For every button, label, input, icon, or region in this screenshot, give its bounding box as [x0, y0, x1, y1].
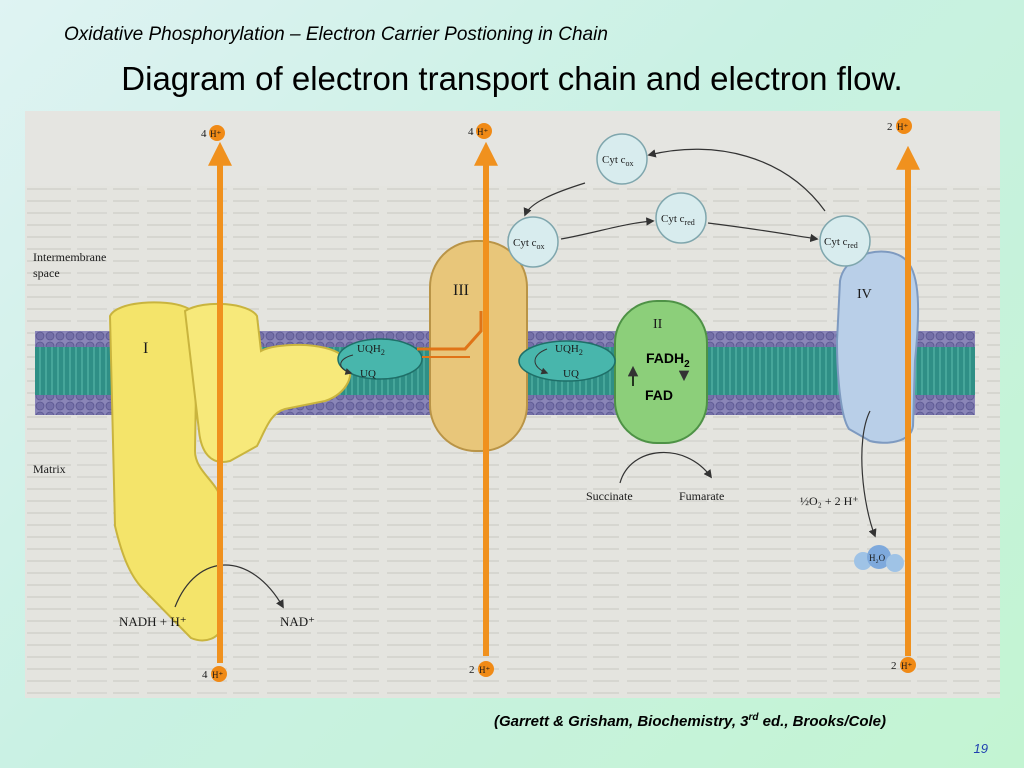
svg-text:Cyt cox: Cyt cox [602, 154, 634, 168]
uq-pool-left: UQH2 UQ [337, 338, 423, 380]
proton-label-top-i: 4 H⁺ [201, 125, 225, 141]
citation-post: ed., Brooks/Cole) [758, 713, 887, 730]
cyt-c-red-1-sub: red [685, 218, 695, 227]
cyt-c-ox-2-label: Cyt c [602, 154, 626, 166]
svg-text:Cyt cred: Cyt cred [824, 236, 858, 250]
intermembrane-space-label-2: space [33, 266, 60, 280]
uq-pool-right: UQH2 UQ [518, 340, 616, 382]
qcycle-electron-path [417, 311, 483, 351]
arrow-nadh-to-nad [174, 564, 284, 609]
cyt-c-red-2: Cyt cred [819, 215, 871, 267]
uqh2-left-sub: 2 [381, 348, 385, 357]
cyt-c-red-2-label: Cyt c [824, 236, 848, 248]
arrow-cyt-ox-to-complex-iii [523, 182, 586, 217]
oxygen-label: ½O₂ + 2 H⁺ [800, 494, 859, 508]
arrow-cyt-red-to-cyt-red [707, 222, 819, 243]
complex-iii-label: III [453, 282, 469, 299]
proton-count-top-iii: 4 [468, 126, 474, 138]
uqh2-left-label: UQH [357, 343, 381, 355]
fadh2-sub: 2 [684, 359, 690, 370]
proton-label-bottom-i: 4 H⁺ [202, 666, 227, 682]
uq-right-label: UQ [563, 368, 579, 380]
uqh2-right-label: UQH [555, 343, 579, 355]
proton-label-top-iv: 2 H⁺ [887, 118, 912, 134]
arrow-cyt-ox-return [647, 148, 826, 212]
complex-i-label: I [143, 340, 148, 357]
uq-left-label: UQ [360, 368, 376, 380]
proton-label-bottom-iv: 2 H⁺ [891, 657, 916, 673]
intermembrane-space-label: Intermembrane [33, 250, 106, 264]
arrow-complex-iii-to-cyt-red [560, 217, 655, 240]
slide-subtitle: Oxidative Phosphorylation – Electron Car… [64, 24, 608, 45]
matrix-label: Matrix [33, 462, 66, 476]
citation: (Garrett & Grisham, Biochemistry, 3rd ed… [0, 712, 1024, 730]
svg-text:UQH2: UQH2 [357, 343, 385, 357]
intermembrane-label-line-2: space [33, 266, 60, 280]
nad-label: NAD⁺ [280, 614, 315, 629]
proton-symbol-top-iii: H⁺ [477, 127, 488, 137]
citation-sup: rd [748, 712, 759, 723]
nadh-label: NADH + H⁺ [119, 614, 187, 629]
svg-text:UQH2: UQH2 [555, 343, 583, 357]
etc-diagram: I III II IV Intermembrane space Matrix U… [25, 111, 1000, 698]
proton-symbol-top-i: H⁺ [210, 129, 221, 139]
slide-title: Diagram of electron transport chain and … [121, 60, 903, 97]
arrow-succinate-to-fumarate [619, 452, 712, 484]
proton-count-bottom-i: 4 [202, 669, 208, 681]
proton-count-top-i: 4 [201, 128, 207, 140]
citation-pre: (Garrett & Grisham, Biochemistry, 3 [493, 713, 749, 730]
page-number: 19 [973, 741, 988, 756]
intermembrane-label-line-1: Intermembrane [33, 250, 106, 264]
fad-label: FAD [645, 387, 673, 403]
cyt-c-ox-2: Cyt cox [596, 133, 648, 185]
svg-text:FADH2: FADH2 [646, 350, 690, 370]
proton-symbol-bottom-iv: H⁺ [901, 661, 912, 671]
proton-label-top-iii: 4 H⁺ [468, 123, 492, 139]
proton-count-bottom-iii: 2 [469, 664, 475, 676]
water-label: H₂O [869, 553, 886, 563]
arrow-oxygen-to-water [861, 410, 877, 538]
proton-symbol-top-iv: H⁺ [897, 122, 908, 132]
proton-symbol-bottom-i: H⁺ [212, 670, 223, 680]
cyt-c-red-1-label: Cyt c [661, 213, 685, 225]
proton-label-bottom-iii: 2 H⁺ [469, 661, 494, 677]
cyt-c-ox-1: Cyt cox [507, 216, 559, 268]
proton-count-bottom-iv: 2 [891, 660, 897, 672]
cyt-c-red-2-sub: red [848, 241, 858, 250]
complex-iv: IV [835, 250, 920, 444]
succinate-label: Succinate [586, 489, 633, 503]
svg-text:Cyt cox: Cyt cox [513, 237, 545, 251]
cyt-c-ox-2-sub: ox [626, 159, 634, 168]
cyt-c-ox-1-label: Cyt c [513, 237, 537, 249]
uqh2-right-sub: 2 [579, 348, 583, 357]
proton-count-top-iv: 2 [887, 121, 893, 133]
complex-ii: II [614, 300, 708, 444]
complex-iii: III [429, 240, 528, 452]
proton-symbol-bottom-iii: H⁺ [479, 665, 490, 675]
cyt-c-ox-1-sub: ox [537, 242, 545, 251]
complex-ii-label: II [653, 317, 663, 332]
fumarate-label: Fumarate [679, 489, 724, 503]
complex-i: I [108, 301, 352, 642]
water-molecule: H₂O [854, 545, 904, 572]
fadh2-label: FADH [646, 350, 684, 366]
complex-iv-label: IV [857, 287, 872, 302]
svg-text:Cyt cred: Cyt cred [661, 213, 695, 227]
cyt-c-red-1: Cyt cred [655, 192, 707, 244]
